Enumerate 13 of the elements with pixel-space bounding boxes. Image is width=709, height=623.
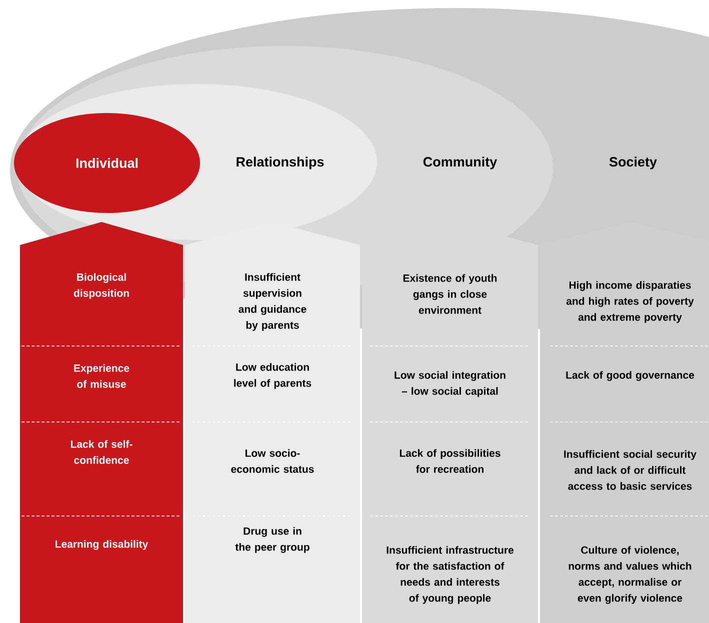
node-label: Insufficient social security and lack of or difficult access to basic services — [564, 450, 696, 490]
column-panel: Existence of youth gangs in close environment Low social integration – low social capital Lack of possibilities for recreation Insufficient infrastructure for the satisfaction of needs and interests of young people — [362, 222, 538, 623]
node-label: Lack of possibilities for recreation — [400, 449, 500, 473]
node-label: Low social integration – low social capital — [394, 371, 506, 397]
node-label: Low socio-economic status — [231, 449, 314, 473]
node-label: High income disparaties and high rates of poverty and extreme poverty — [566, 281, 694, 323]
node-label: Insufficient infrastructure for the satisfaction of needs and interests of young people — [386, 546, 514, 604]
column-panel: Biological disposition Experience of misuse Lack of self-confidence Learning disability — [20, 222, 183, 623]
node-label: Lack of good governance — [566, 371, 694, 381]
node-label: Low education level of parents — [234, 363, 312, 389]
node-label: Culture of violence, norms and values which accept, normalise or even glorify violence — [568, 546, 692, 604]
column-panel: Insufficient supervision and guidance by parents Low education level of parents Low socio-economic status Drug use in the peer group — [185, 222, 360, 623]
node-label: Drug use in the peer group — [235, 527, 310, 553]
